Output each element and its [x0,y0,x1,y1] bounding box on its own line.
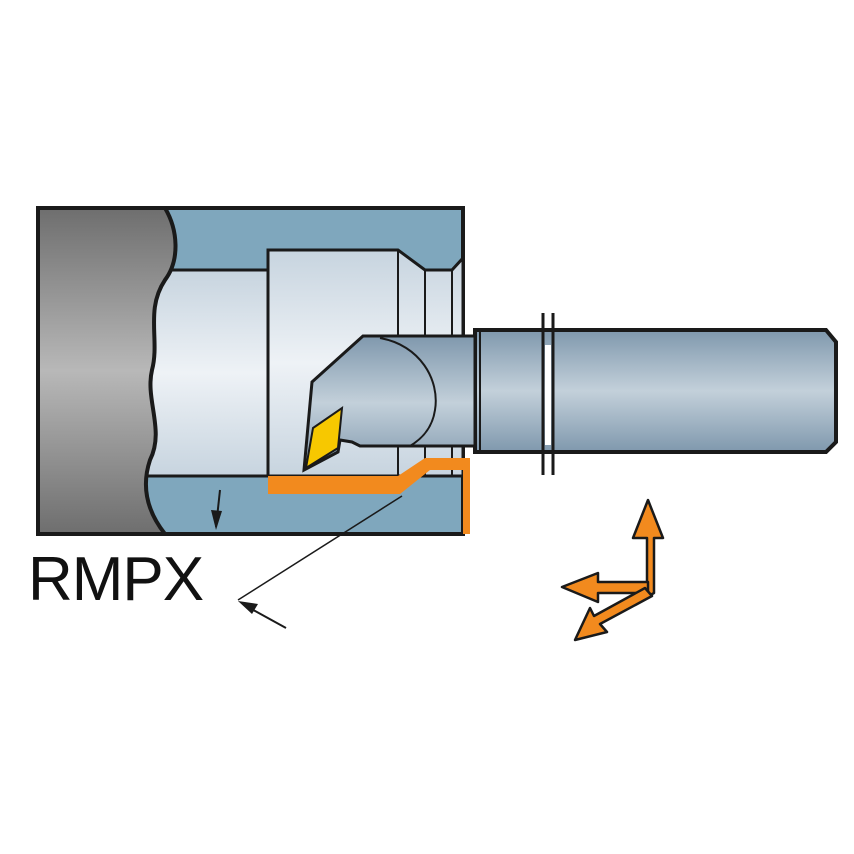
feed-direction-arrows-icon [560,498,665,642]
chuck [36,206,178,536]
machined-surface [268,458,470,534]
dimension-arrow-icon [211,489,403,629]
tool-head [302,334,477,473]
pre-bore [139,268,270,478]
cutting-insert [304,405,344,471]
tool-shank [473,328,838,454]
break-lines [541,313,555,475]
insert-code-label: RMPX [28,545,204,614]
